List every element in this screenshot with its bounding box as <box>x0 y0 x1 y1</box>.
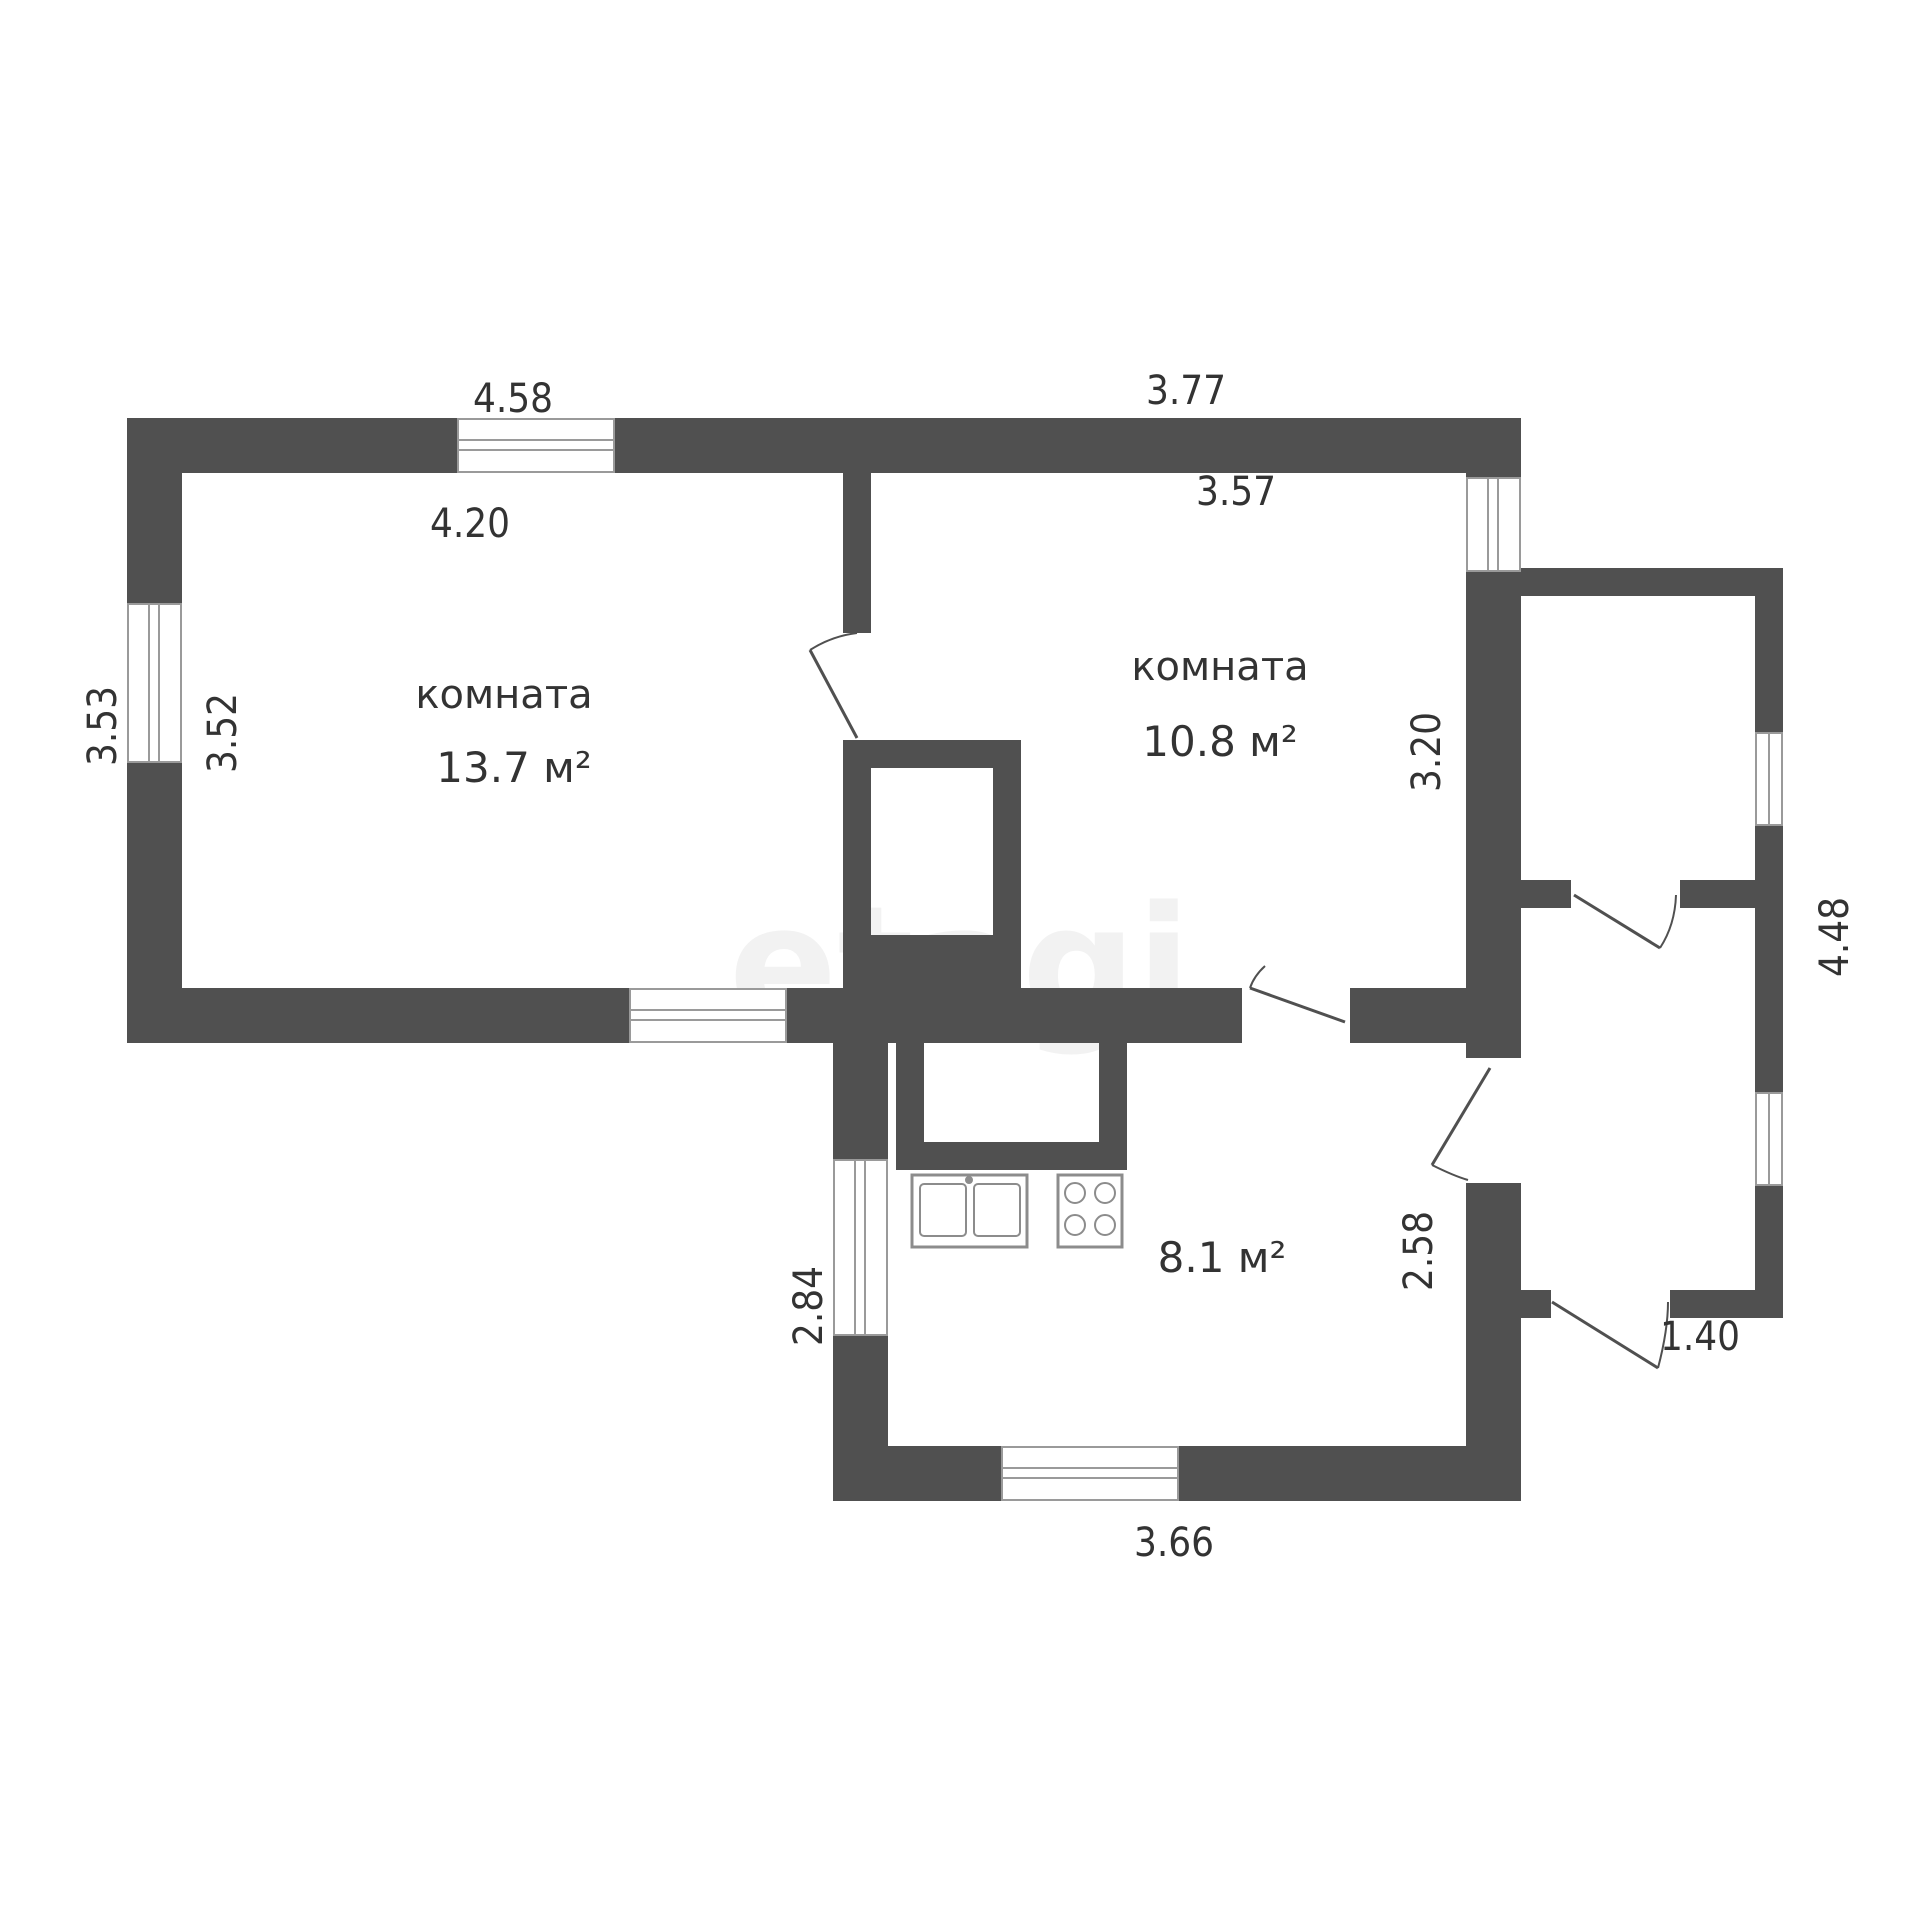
dim-kitchen-left-height: 2.84 <box>786 1266 832 1346</box>
doors <box>808 632 1677 1370</box>
dim-kitchen-width: 3.66 <box>1134 1520 1214 1566</box>
window-left-room1 <box>127 603 182 763</box>
window-annex-upper <box>1755 732 1783 826</box>
stove-top <box>843 740 1021 768</box>
dim-top-left-outer: 4.58 <box>473 376 553 422</box>
wall-annex-top <box>1521 568 1783 596</box>
wall-annex-bottom-left <box>1521 1290 1551 1318</box>
dim-left-outer-height: 3.53 <box>80 686 126 766</box>
walls <box>127 418 1783 1501</box>
dim-room1-inner-width: 4.20 <box>430 501 510 547</box>
window-annex-lower <box>1755 1092 1783 1186</box>
dim-top-right-outer: 3.77 <box>1146 368 1226 414</box>
room3-area: 8.1 м² <box>1158 1233 1287 1282</box>
dim-room1-inner-height: 3.52 <box>200 693 246 773</box>
windows <box>127 418 1783 1501</box>
door-annex-exterior <box>1551 1300 1669 1370</box>
dim-annex-height: 4.48 <box>1812 897 1858 977</box>
door-annex-middle <box>1573 893 1677 950</box>
wall-bottom-room2-left <box>890 988 1242 1043</box>
door-room2-kitchen <box>1249 965 1346 1024</box>
wall-top <box>127 418 1521 473</box>
stove-bottom <box>843 935 1021 988</box>
sink-icon <box>910 1173 1029 1249</box>
window-top-room1 <box>457 418 615 473</box>
wall-partition-upper <box>843 473 871 633</box>
window-right-room2 <box>1466 477 1521 572</box>
room1-name: комната <box>415 672 592 718</box>
dim-room2-inner-width: 3.57 <box>1196 469 1276 515</box>
wall-annex-right <box>1755 568 1783 1318</box>
window-bottom-room1 <box>629 988 787 1043</box>
room2-name: комната <box>1131 644 1308 690</box>
dim-annex-width: 1.40 <box>1660 1314 1740 1360</box>
dim-room2-inner-height: 3.20 <box>1404 712 1450 792</box>
wall-annex-middle-left <box>1521 880 1571 908</box>
wall-annex-bottom-right <box>1670 1290 1783 1318</box>
wall-kitchen-right <box>1466 1183 1521 1501</box>
window-kitchen-bottom <box>1001 1446 1179 1501</box>
wall-bottom-room1 <box>127 988 923 1043</box>
stove-icon <box>1056 1173 1124 1249</box>
door-room1-room2 <box>808 632 859 739</box>
door-kitchen-annex <box>1430 1067 1492 1181</box>
window-kitchen-left <box>833 1159 888 1336</box>
dim-kitchen-right-height: 2.58 <box>1396 1211 1442 1291</box>
room1-area: 13.7 м² <box>436 743 591 792</box>
kitchen-stove-bottom <box>896 1142 1127 1170</box>
room2-area: 10.8 м² <box>1142 717 1297 766</box>
wall-annex-middle-right <box>1680 880 1783 908</box>
